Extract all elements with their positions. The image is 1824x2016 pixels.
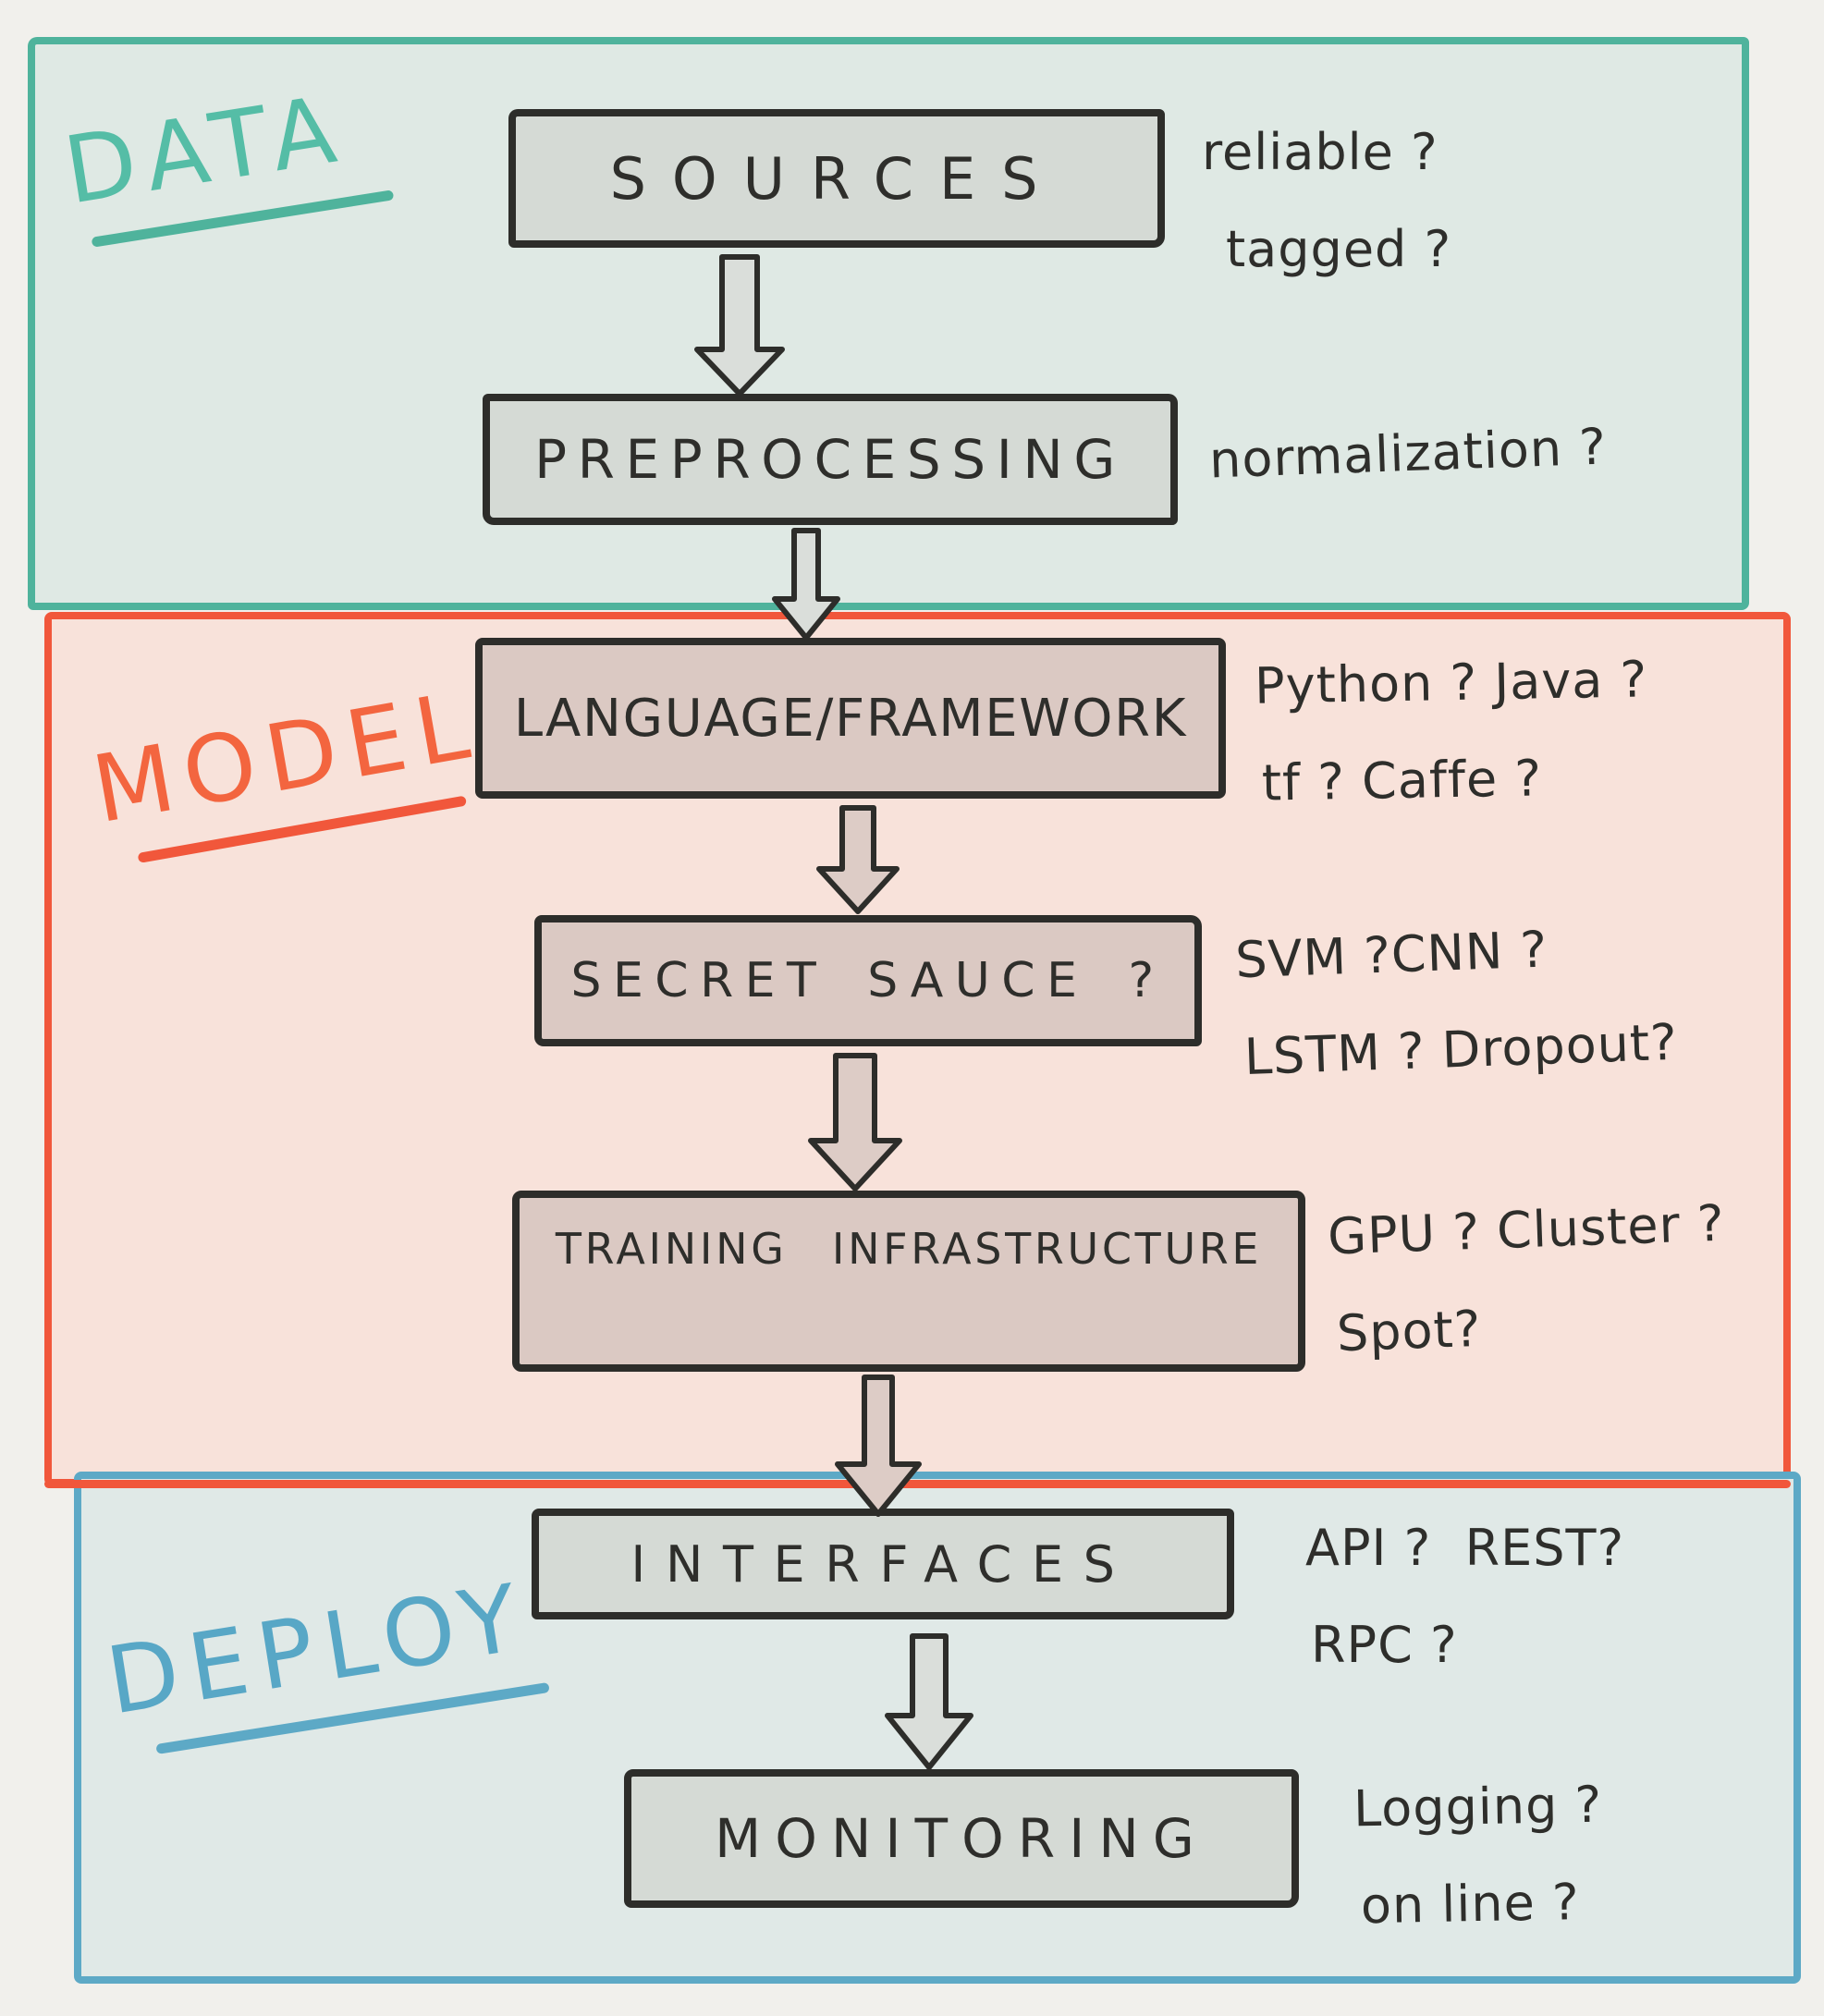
- annotation-line: tf ? Caffe ?: [1261, 749, 1543, 813]
- section-model-bottom-border: [44, 1480, 1791, 1488]
- annotation-preprocessing: normalization ?: [1207, 398, 1608, 509]
- node-monitoring: MONITORING: [624, 1769, 1299, 1908]
- down-arrow-icon: [808, 1053, 902, 1191]
- down-arrow-icon: [816, 805, 900, 914]
- node-sources-label: SOURCES: [609, 144, 1064, 213]
- annotation-monitoring: Logging ? on line ?: [1353, 1756, 1605, 1955]
- annotation-line: Python ? Java ?: [1254, 650, 1648, 715]
- annotation-line: Spot?: [1335, 1300, 1483, 1363]
- annotation-secret-sauce: SVM ?CNN ? LSTM ? Dropout?: [1233, 897, 1679, 1106]
- annotation-line: SVM ?CNN ?: [1234, 920, 1549, 990]
- annotation-line: reliable ?: [1202, 123, 1438, 181]
- annotation-line: LSTM ? Dropout?: [1243, 1012, 1679, 1087]
- node-preprocessing: PREPROCESSING: [483, 394, 1178, 525]
- annotation-line: Logging ?: [1353, 1775, 1603, 1839]
- node-preprocessing-label: PREPROCESSING: [534, 428, 1126, 491]
- node-training-infrastructure: TRAINING INFRASTRUCTURE: [512, 1191, 1305, 1372]
- down-arrow-icon: [835, 1375, 922, 1517]
- annotation-line: API ? REST?: [1305, 1519, 1625, 1577]
- annotation-language-framework: Python ? Java ? tf ? Caffe ?: [1254, 630, 1650, 832]
- annotation-line: GPU ? Cluster ?: [1327, 1193, 1726, 1266]
- down-arrow-icon: [694, 254, 785, 397]
- node-language-framework: LANGUAGE/FRAMEWORK: [475, 638, 1226, 799]
- node-sources: SOURCES: [508, 109, 1165, 248]
- down-arrow-icon: [885, 1633, 973, 1770]
- node-training-infrastructure-label: TRAINING INFRASTRUCTURE: [555, 1224, 1263, 1274]
- node-secret-sauce-label: SECRET SAUCE ?: [570, 953, 1166, 1008]
- annotation-interfaces: API ? REST? RPC ?: [1305, 1499, 1624, 1694]
- node-monitoring-label: MONITORING: [715, 1807, 1208, 1870]
- node-language-framework-label: LANGUAGE/FRAMEWORK: [513, 688, 1188, 749]
- annotation-line: tagged ?: [1226, 220, 1452, 279]
- node-interfaces-label: INTERFACES: [630, 1534, 1135, 1594]
- node-secret-sauce: SECRET SAUCE ?: [534, 915, 1202, 1046]
- annotation-sources: reliable ? tagged ?: [1202, 104, 1451, 299]
- annotation-training-infrastructure: GPU ? Cluster ? Spot?: [1326, 1175, 1730, 1383]
- node-interfaces: INTERFACES: [532, 1509, 1234, 1619]
- annotation-line: on line ?: [1360, 1873, 1581, 1936]
- annotation-line: RPC ?: [1311, 1616, 1458, 1675]
- down-arrow-icon: [772, 528, 840, 641]
- annotation-line: normalization ?: [1208, 417, 1608, 490]
